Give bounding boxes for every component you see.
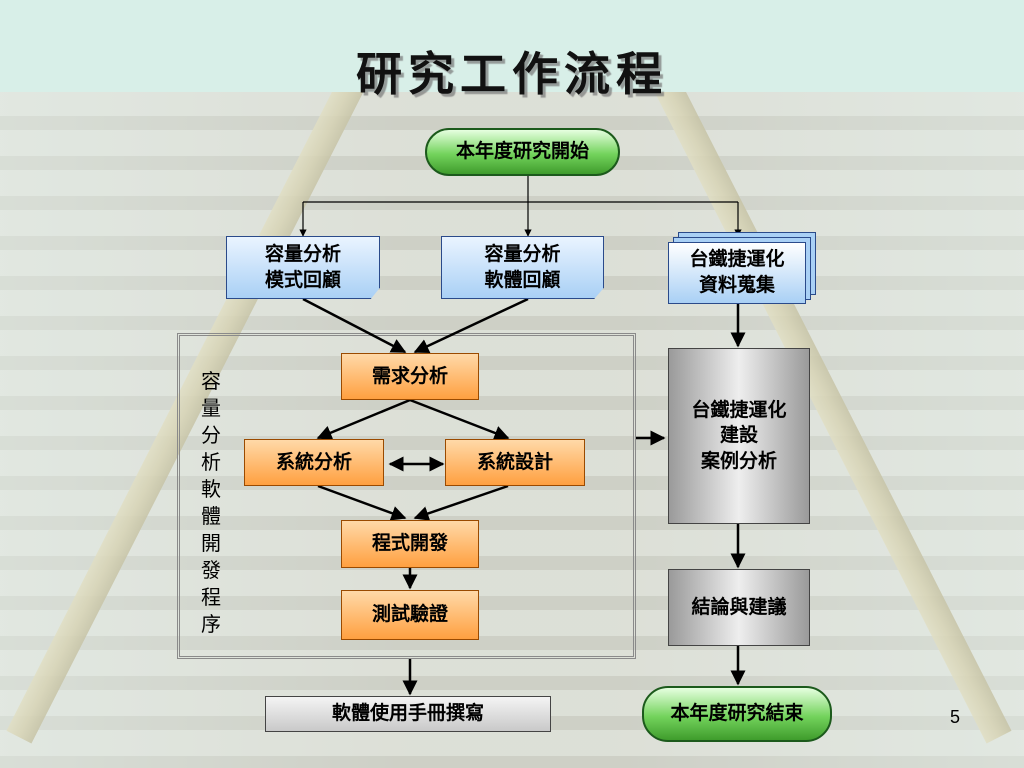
program-development-node: 程式開發 [341, 520, 479, 568]
capacity-software-review-node: 容量分析 軟體回顧 [441, 236, 604, 299]
tra-data-collection-node: 台鐵捷運化 資料蒐集 [668, 242, 806, 304]
title-band [0, 0, 1024, 92]
slide-title: 研究工作流程 [356, 47, 668, 101]
system-analysis-node: 系統分析 [244, 439, 384, 486]
manual-writing-node: 軟體使用手冊撰寫 [265, 696, 551, 732]
arrow-model-to-req [302, 297, 407, 354]
frame-label: 容量分析軟體開發程序 [201, 369, 221, 636]
system-design-node: 系統設計 [445, 439, 585, 486]
tra-case-study-node: 台鐵捷運化 建設 案例分析 [668, 348, 810, 524]
page-number: 5 [950, 707, 961, 727]
arrow-req-to-sysanalysis [316, 398, 411, 440]
background-fade [0, 90, 1024, 768]
requirements-analysis-node: 需求分析 [341, 353, 479, 400]
end-node: 本年度研究結束 [642, 686, 832, 742]
testing-verification-node: 測試驗證 [341, 590, 479, 640]
software-dev-frame [177, 333, 636, 659]
arrow-sysanalysis-to-dev [317, 484, 407, 521]
capacity-model-review-node: 容量分析 模式回顧 [226, 236, 380, 299]
start-node: 本年度研究開始 [425, 128, 620, 176]
arrow-software-to-req [413, 297, 529, 354]
arrow-req-to-sysdesign [409, 398, 510, 441]
conclusions-node: 結論與建議 [668, 569, 810, 646]
arrow-sysdesign-to-dev [413, 484, 509, 521]
